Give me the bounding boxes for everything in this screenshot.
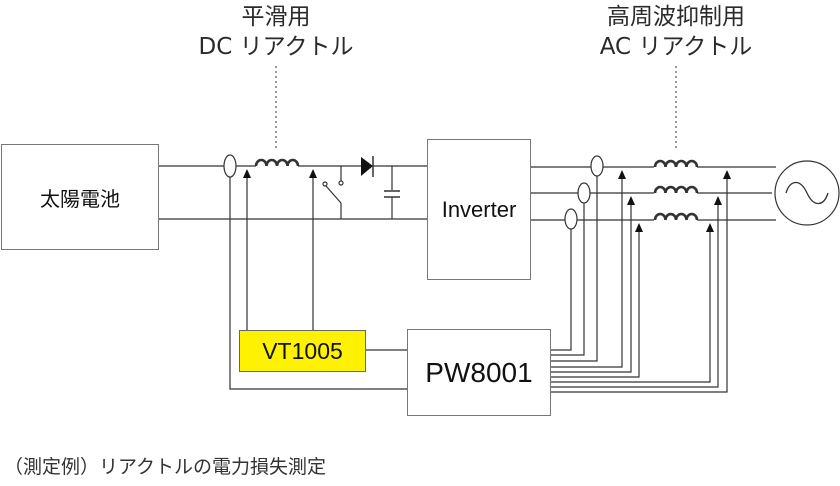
arrow-icon	[243, 169, 251, 178]
arrow-icon	[618, 170, 626, 179]
ac-reactor-coil-w	[653, 212, 699, 221]
dc-current-sensor-lead	[229, 177, 408, 390]
arrow-icon	[706, 223, 714, 232]
ac-reactor-label-line1: 高周波抑制用	[607, 4, 745, 30]
inverter-block: Inverter	[427, 139, 531, 280]
ac-reactor-coil-v	[653, 185, 699, 194]
dc-reactor-label: 平滑用 DC リアクトル	[176, 2, 376, 62]
vt1005-block: VT1005	[239, 330, 366, 372]
arrow-icon	[627, 196, 635, 205]
figure-caption: （測定例）リアクトルの電力損失測定	[4, 456, 327, 478]
switch-blade	[325, 185, 342, 204]
dc-reactor-label-line1: 平滑用	[241, 4, 311, 30]
ac-reactor-coil-u	[653, 159, 699, 168]
arrow-icon	[723, 170, 731, 179]
solar-cell-block: 太陽電池	[1, 144, 159, 250]
inverter-label: Inverter	[441, 196, 517, 222]
solar-cell-label: 太陽電池	[40, 186, 120, 211]
dc-reactor-coil	[254, 158, 300, 167]
voltage-probe-arrows	[243, 169, 731, 232]
diode-icon	[361, 157, 373, 176]
pw8001-block: PW8001	[407, 329, 551, 416]
pw8001-label: PW8001	[425, 356, 533, 388]
ac-current-sensor-w	[564, 208, 578, 230]
dc-current-sensor	[223, 154, 237, 178]
vt1005-label: VT1005	[262, 337, 343, 364]
switch-pivot	[322, 181, 328, 187]
ac-current-sensor-v	[577, 182, 591, 204]
switch-contact	[338, 180, 344, 186]
arrow-icon	[714, 196, 722, 205]
ac-current-sensor-u	[590, 155, 604, 177]
dc-reactor-label-line2: DC リアクトル	[198, 34, 354, 60]
arrow-icon	[309, 169, 317, 178]
arrow-icon	[635, 223, 643, 232]
sine-wave-icon	[785, 181, 829, 205]
ac-reactor-label-line2: AC リアクトル	[599, 34, 753, 60]
ac-reactor-label: 高周波抑制用 AC リアクトル	[566, 2, 786, 62]
